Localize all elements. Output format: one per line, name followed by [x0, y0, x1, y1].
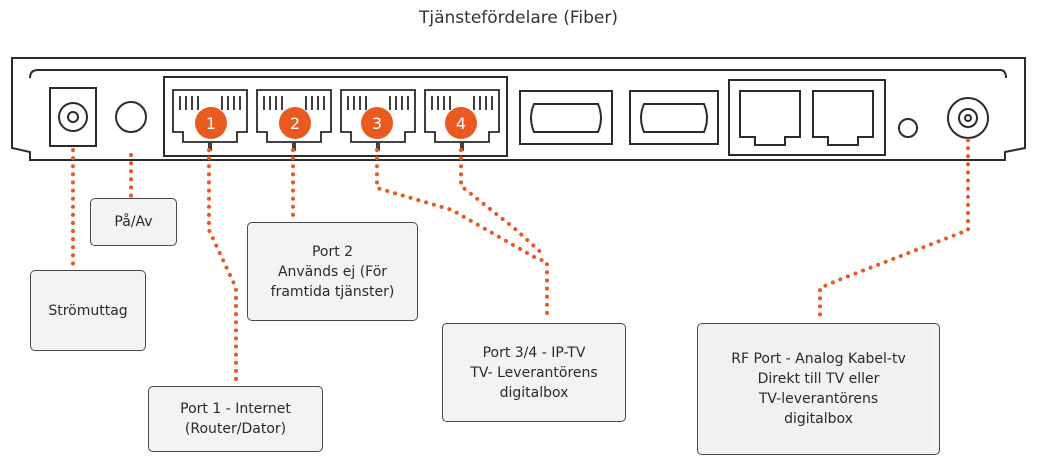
callout-port1: Port 1 - Internet (Router/Dator) [148, 386, 323, 452]
port-badge-3: 3 [361, 107, 393, 139]
port-badge-3-label: 3 [372, 114, 382, 133]
port-badge-4: 4 [445, 107, 477, 139]
port-badge-1: 1 [195, 107, 227, 139]
callout-port1-text: Port 1 - Internet (Router/Dator) [180, 401, 291, 437]
phone-port-block [728, 79, 886, 156]
leader-rf [818, 138, 970, 322]
device-chassis [11, 57, 1026, 161]
leader-port1 [207, 148, 238, 385]
rf-coax-port-icon [947, 97, 989, 139]
callout-port2: Port 2 Används ej (För framtida tjänster… [247, 222, 418, 321]
callout-rf-inner: RF Port - Analog Kabel-tv Direkt till TV… [704, 328, 933, 450]
callout-power-switch-text: På/Av [114, 214, 153, 230]
reset-hole-icon [898, 118, 918, 138]
slot-left-icon [519, 90, 613, 145]
callout-port2-text: Port 2 Används ej (För framtida tjänster… [270, 243, 395, 300]
port-badge-2-label: 2 [290, 114, 300, 133]
leader-lines [71, 138, 970, 385]
port-badge-2: 2 [279, 107, 311, 139]
callout-port34: Port 3/4 - IP-TV TV- Leverantörens digit… [442, 323, 626, 422]
callout-power-socket-text: Strömuttag [48, 302, 128, 319]
lan-port-block [163, 76, 508, 157]
callout-power-socket: Strömuttag [30, 270, 146, 351]
slot-right-icon [629, 90, 719, 145]
port-badge-1-label: 1 [206, 114, 216, 133]
callout-rf-text: RF Port - Analog Kabel-tv Direkt till TV… [731, 351, 906, 427]
diagram-title: Tjänstefördelare (Fiber) [419, 8, 618, 28]
phone-port-2-icon [812, 90, 874, 146]
leader-port4 [459, 148, 547, 258]
callout-power-switch: På/Av [90, 198, 177, 246]
callout-port34-text: Port 3/4 - IP-TV TV- Leverantörens digit… [470, 344, 598, 401]
power-socket-icon [49, 87, 97, 147]
leader-port3 [375, 148, 549, 322]
power-button-icon [115, 101, 147, 133]
phone-port-1-icon [739, 90, 801, 146]
port-badge-4-label: 4 [456, 114, 466, 133]
callout-rf: RF Port - Analog Kabel-tv Direkt till TV… [697, 323, 940, 455]
